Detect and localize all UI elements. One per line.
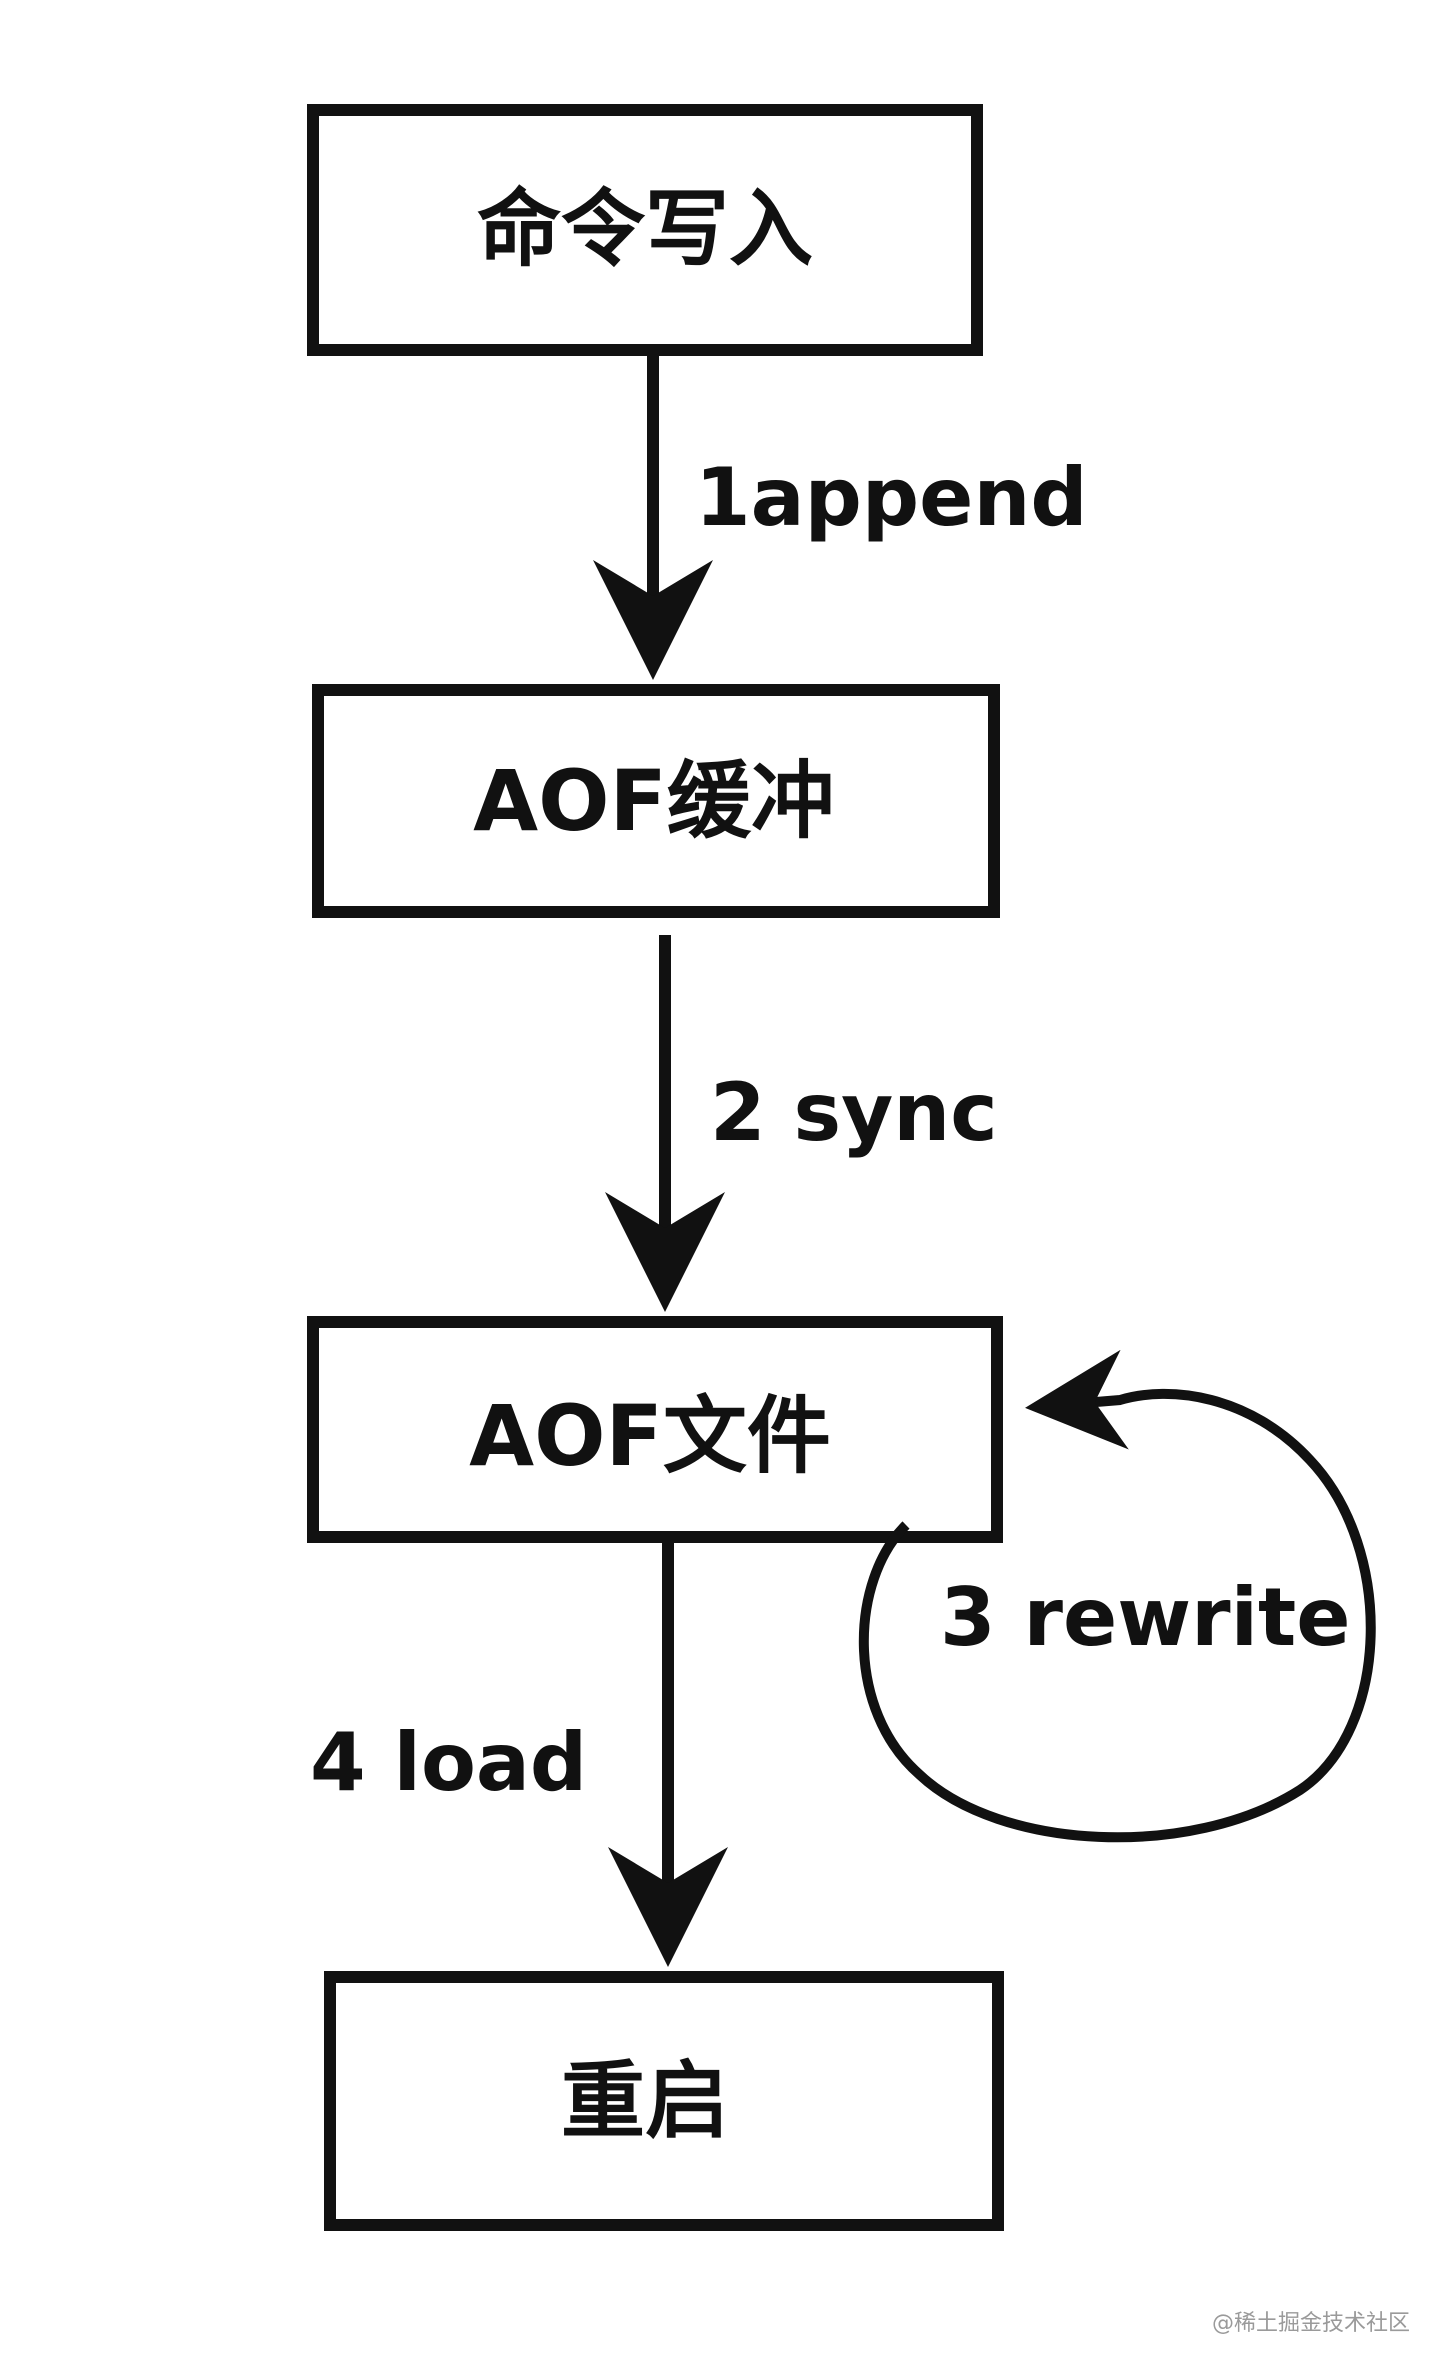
edge-rewrite-loop (858, 1349, 1376, 1843)
node-aof-file: AOF文件 (307, 1316, 1003, 1543)
edge-append: 1append (593, 350, 1088, 680)
edge-load-label: 4 load (310, 1716, 587, 1809)
node-command-write-box (307, 104, 983, 356)
node-aof-file-label: AOF文件 (469, 1387, 831, 1485)
node-aof-buffer-box (312, 684, 1000, 918)
node-aof-file-box (307, 1316, 1003, 1543)
node-restart: 重启 (324, 1971, 1004, 2231)
edge-rewrite-label: 3 rewrite (940, 1571, 1351, 1664)
edge-append-label: 1append (695, 451, 1088, 544)
node-restart-box (324, 1971, 1004, 2231)
node-command-write-label: 命令写入 (477, 180, 813, 278)
node-command-write: 命令写入 (307, 104, 983, 356)
edge-sync-label: 2 sync (710, 1066, 998, 1159)
node-aof-buffer-label: AOF缓冲 (473, 752, 835, 850)
edge-rewrite: 3 rewrite (858, 1349, 1376, 1843)
edge-sync: 2 sync (605, 935, 998, 1312)
edge-load: 4 load (310, 1537, 728, 1967)
node-restart-label: 重启 (561, 2052, 729, 2150)
watermark-text: @稀土掘金技术社区 (1211, 2311, 1410, 2336)
node-aof-buffer: AOF缓冲 (312, 684, 1000, 918)
